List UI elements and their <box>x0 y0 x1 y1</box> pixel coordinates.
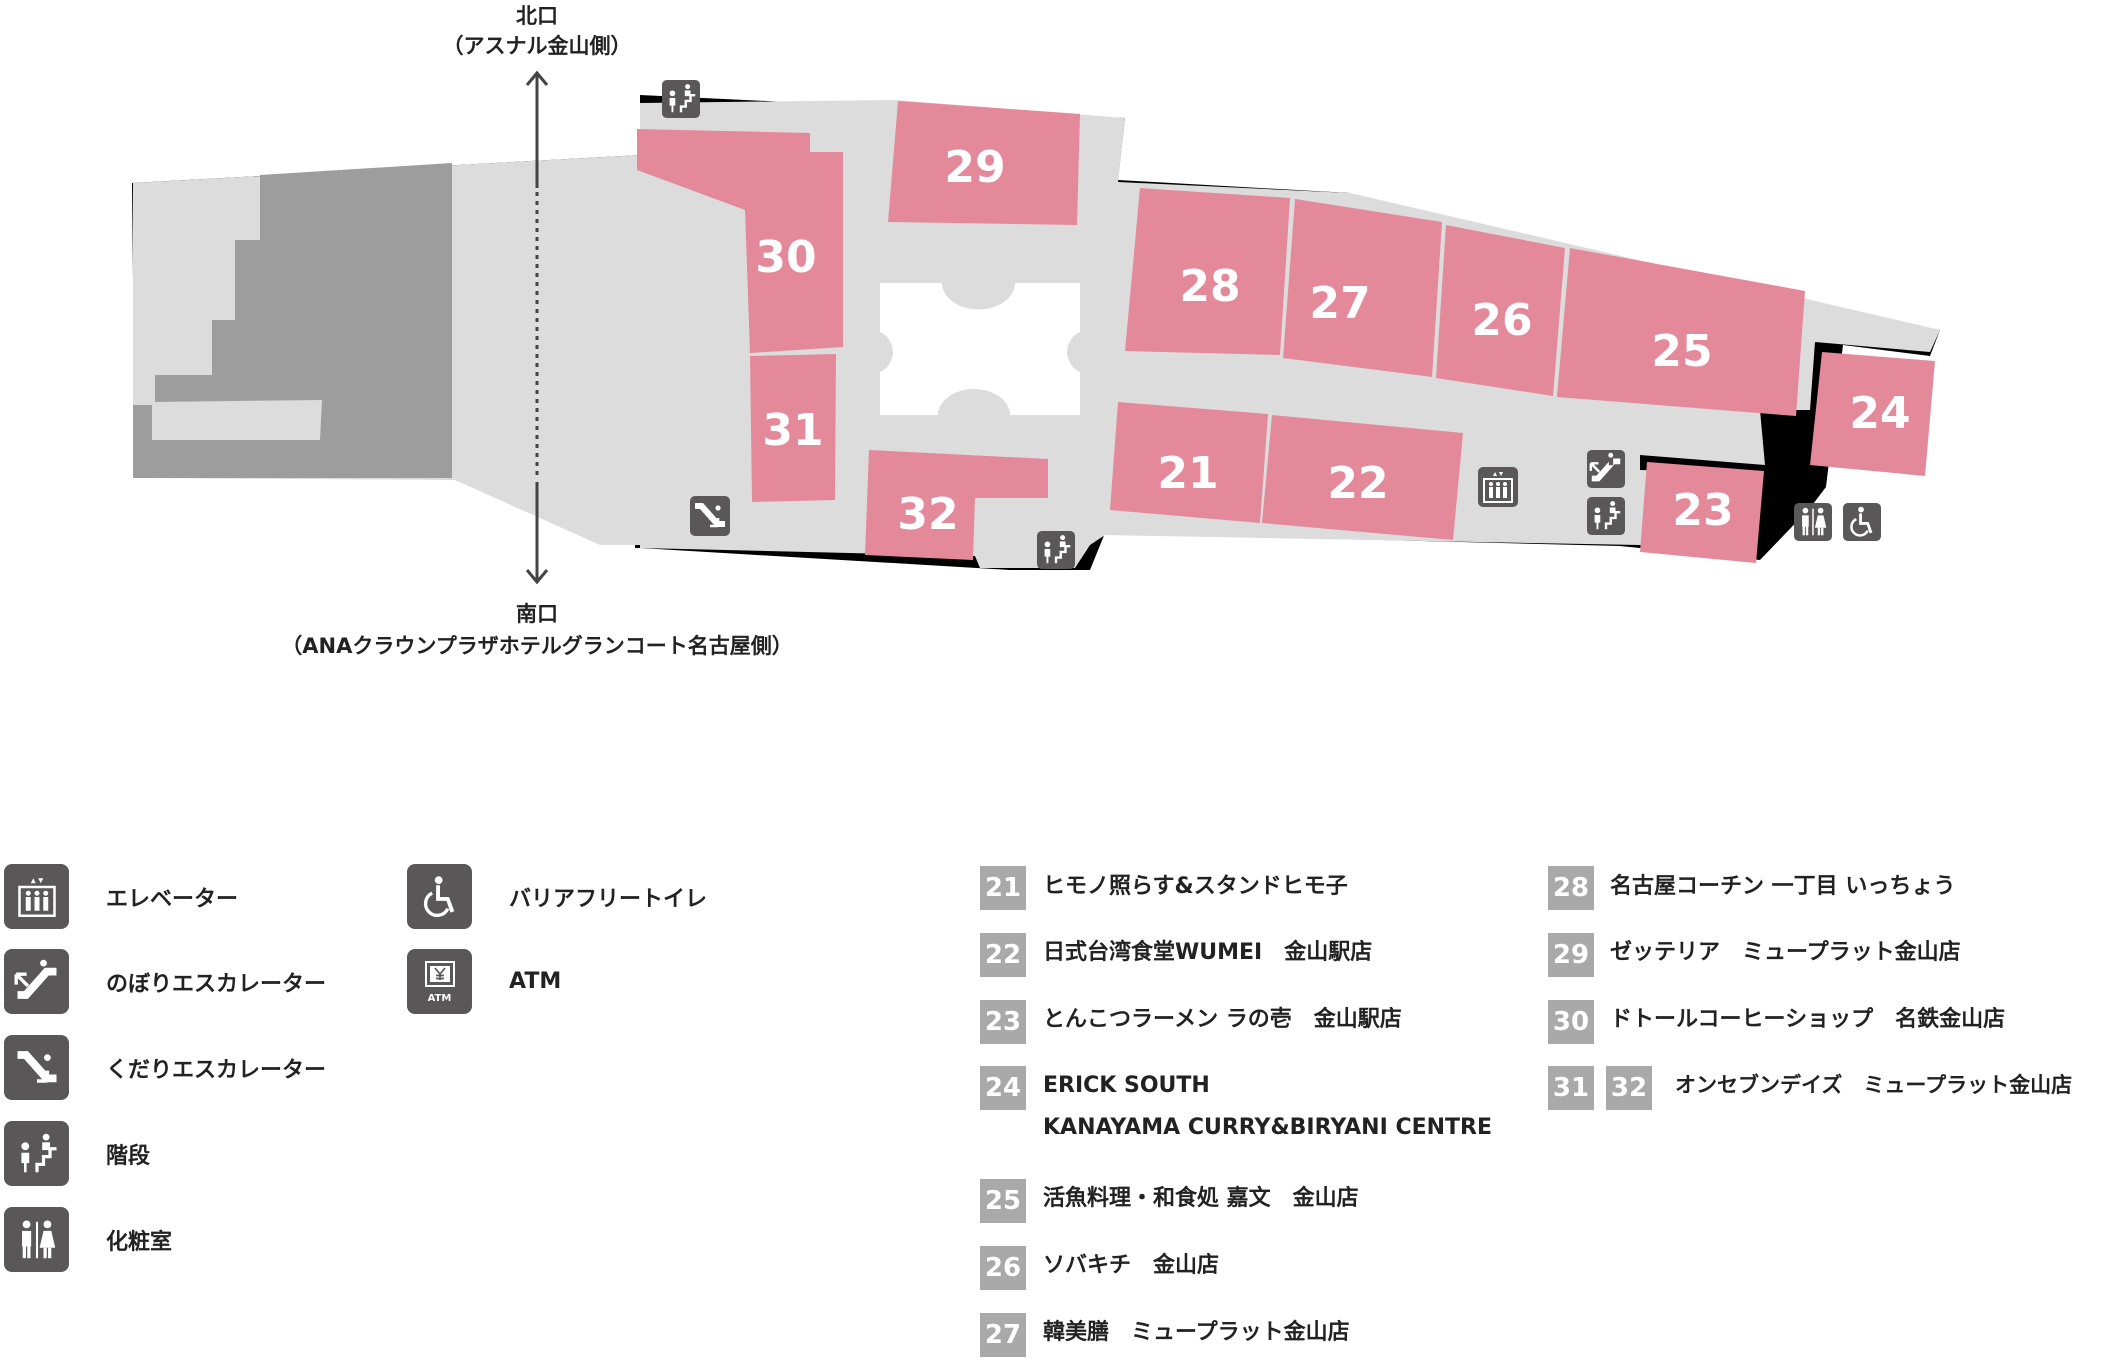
shop-name: ERICK SOUTH <box>1043 1073 1210 1098</box>
shop-number-badge: 28 <box>1548 866 1594 910</box>
legend-label: バリアフリートイレ <box>509 886 708 912</box>
restroom-icon <box>4 1207 69 1272</box>
shop-number-badge: 21 <box>980 866 1026 910</box>
south-title: 南口 <box>516 602 558 626</box>
atrium-void <box>880 283 1080 415</box>
legend-label: くだりエスカレーター <box>106 1057 327 1083</box>
north-south-axis <box>525 70 549 585</box>
building-block <box>133 163 452 478</box>
atm-icon: ATM <box>407 949 472 1014</box>
shop-number-badge: 26 <box>980 1246 1026 1290</box>
shop-number-badge: 22 <box>980 933 1026 977</box>
shop-block-32[interactable]: 32 <box>865 450 1048 560</box>
stairs-icon[interactable] <box>1587 497 1625 535</box>
map-label-32: 32 <box>897 489 958 540</box>
map-label-23: 23 <box>1672 485 1733 536</box>
north-title: 北口 <box>516 4 558 28</box>
shop-number-badge: 30 <box>1548 1000 1594 1044</box>
legend-item-stairs: 階段 <box>4 1121 150 1186</box>
south-exit-label: 南口 （ANAクラウンプラザホテルグランコート名古屋側） <box>237 598 837 660</box>
building-inner-white <box>152 400 322 440</box>
legend-label: のぼりエスカレーター <box>106 971 327 997</box>
map-label-30: 30 <box>755 232 816 283</box>
map-label-21: 21 <box>1157 448 1218 499</box>
legend-item-elevator: エレベーター <box>4 864 238 929</box>
building-polygon <box>133 163 452 478</box>
shop-number-badge: 31 <box>1548 1066 1594 1110</box>
legend-item-barrier-free-restroom: バリアフリートイレ <box>407 864 707 929</box>
shop-name: 韓美膳 ミュープラット金山店 <box>1043 1320 1350 1345</box>
map-label-22: 22 <box>1327 458 1388 509</box>
shop-block-23[interactable]: 23 <box>1640 462 1764 563</box>
escalator-up-icon <box>4 949 69 1014</box>
escalator-down-icon[interactable] <box>690 496 730 536</box>
atm-icon-text: ATM <box>427 992 452 1004</box>
shop-block-29[interactable]: 29 <box>888 101 1080 225</box>
shop-number-badge: 32 <box>1606 1066 1652 1110</box>
shop-name: とんこつラーメン ラの壱 金山駅店 <box>1043 1007 1402 1032</box>
shop-name: ヒモノ照らす&スタンドヒモ子 <box>1043 874 1348 899</box>
legend-item-restroom: 化粧室 <box>4 1207 172 1272</box>
legend-label: 階段 <box>106 1143 151 1169</box>
shop-number-badge: 23 <box>980 1000 1026 1044</box>
shop-name: ソバキチ 金山店 <box>1043 1253 1220 1278</box>
barrier-free-restroom-icon <box>407 864 472 929</box>
escalator-down-icon <box>4 1035 69 1100</box>
shop-name: ドトールコーヒーショップ 名鉄金山店 <box>1610 1007 2006 1032</box>
map-label-29: 29 <box>944 142 1005 193</box>
floor-map: 29 30 31 32 28 27 26 25 <box>132 70 1940 585</box>
legend-item-atm: ATM ATM <box>407 949 561 1014</box>
legend-item-escalator-down: くだりエスカレーター <box>4 1035 326 1100</box>
escalator-up-icon[interactable] <box>1587 450 1625 488</box>
shop-number-badge: 29 <box>1548 933 1594 977</box>
restroom-icon[interactable] <box>1794 503 1832 541</box>
stairs-icon[interactable] <box>662 80 700 118</box>
shop-number-badge: 24 <box>980 1066 1026 1110</box>
map-label-26: 26 <box>1471 295 1532 346</box>
shop-block-24[interactable]: 24 <box>1810 352 1935 476</box>
elevator-icon[interactable] <box>1478 467 1518 507</box>
shop-block-26[interactable]: 26 <box>1436 225 1565 396</box>
shop-name: 活魚料理・和食処 嘉文 金山店 <box>1043 1186 1359 1211</box>
shop-block-22[interactable]: 22 <box>1262 415 1463 540</box>
map-label-28: 28 <box>1179 261 1240 312</box>
north-subtitle: （アスナル金山側） <box>442 34 632 58</box>
shop-block-27[interactable]: 27 <box>1283 199 1442 377</box>
shop-block-25[interactable]: 25 <box>1557 248 1805 416</box>
legend-item-escalator-up: のぼりエスカレーター <box>4 949 326 1014</box>
shop-block-21[interactable]: 21 <box>1110 402 1268 523</box>
south-subtitle: （ANAクラウンプラザホテルグランコート名古屋側） <box>281 634 793 658</box>
shop-number-badge: 27 <box>980 1313 1026 1357</box>
stairs-icon[interactable] <box>1037 531 1075 569</box>
elevator-icon <box>4 864 69 929</box>
stairs-icon <box>4 1121 69 1186</box>
shop-block-30[interactable]: 30 <box>637 129 843 353</box>
legend-label: ATM <box>509 969 562 994</box>
shop-name: 名古屋コーチン 一丁目 いっちょう <box>1610 874 1956 899</box>
shop-number-badge: 25 <box>980 1179 1026 1223</box>
legend-label: 化粧室 <box>106 1229 173 1255</box>
map-label-31: 31 <box>762 405 823 456</box>
map-label-24: 24 <box>1849 388 1910 439</box>
map-label-25: 25 <box>1651 326 1712 377</box>
shop-block-31[interactable]: 31 <box>750 354 836 502</box>
shop-name: ゼッテリア ミュープラット金山店 <box>1610 940 1961 965</box>
barrier-free-restroom-icon[interactable] <box>1843 503 1881 541</box>
north-exit-label: 北口 （アスナル金山側） <box>437 0 637 60</box>
shop-name: 日式台湾食堂WUMEI 金山駅店 <box>1043 940 1373 965</box>
shop-name: オンセブンデイズ ミュープラット金山店 <box>1675 1073 2073 1097</box>
shop-block-28[interactable]: 28 <box>1125 188 1290 355</box>
legend-label: エレベーター <box>106 886 239 912</box>
shop-name-line-2: KANAYAMA CURRY&BIRYANI CENTRE <box>1043 1115 1493 1140</box>
map-label-27: 27 <box>1309 278 1370 329</box>
